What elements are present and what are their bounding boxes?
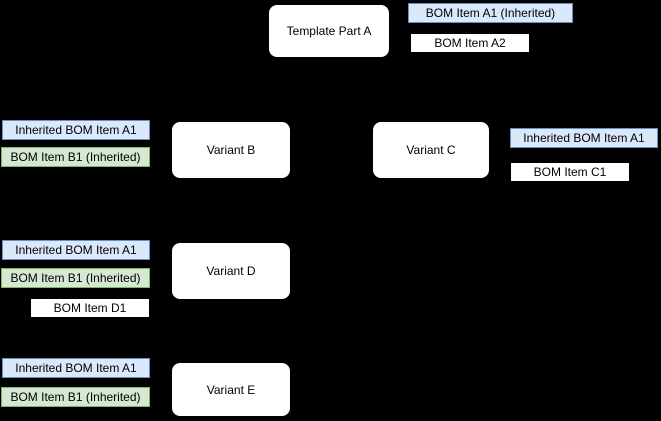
badge-template-bom-a2: BOM Item A2 bbox=[410, 33, 530, 53]
badge-variant-b-bom-b1: BOM Item B1 (Inherited) bbox=[1, 147, 150, 167]
badge-variant-c-inherited-a1: Inherited BOM Item A1 bbox=[510, 128, 658, 148]
node-template-part-a: Template Part A bbox=[268, 4, 390, 58]
badge-variant-d-bom-b1: BOM Item B1 (Inherited) bbox=[1, 268, 150, 288]
badge-variant-d-bom-d1: BOM Item D1 bbox=[30, 298, 150, 318]
badge-variant-e-bom-b1: BOM Item B1 (Inherited) bbox=[1, 387, 150, 407]
badge-variant-c-bom-c1: BOM Item C1 bbox=[510, 162, 630, 182]
badge-variant-d-inherited-a1: Inherited BOM Item A1 bbox=[2, 240, 150, 260]
node-variant-b: Variant B bbox=[171, 121, 291, 179]
badge-variant-b-inherited-a1: Inherited BOM Item A1 bbox=[2, 120, 150, 140]
node-variant-e: Variant E bbox=[171, 362, 291, 417]
node-variant-d: Variant D bbox=[171, 242, 291, 300]
badge-variant-e-inherited-a1: Inherited BOM Item A1 bbox=[2, 358, 150, 378]
node-variant-c: Variant C bbox=[372, 121, 490, 179]
badge-template-bom-a1-inherited: BOM Item A1 (Inherited) bbox=[408, 3, 573, 23]
